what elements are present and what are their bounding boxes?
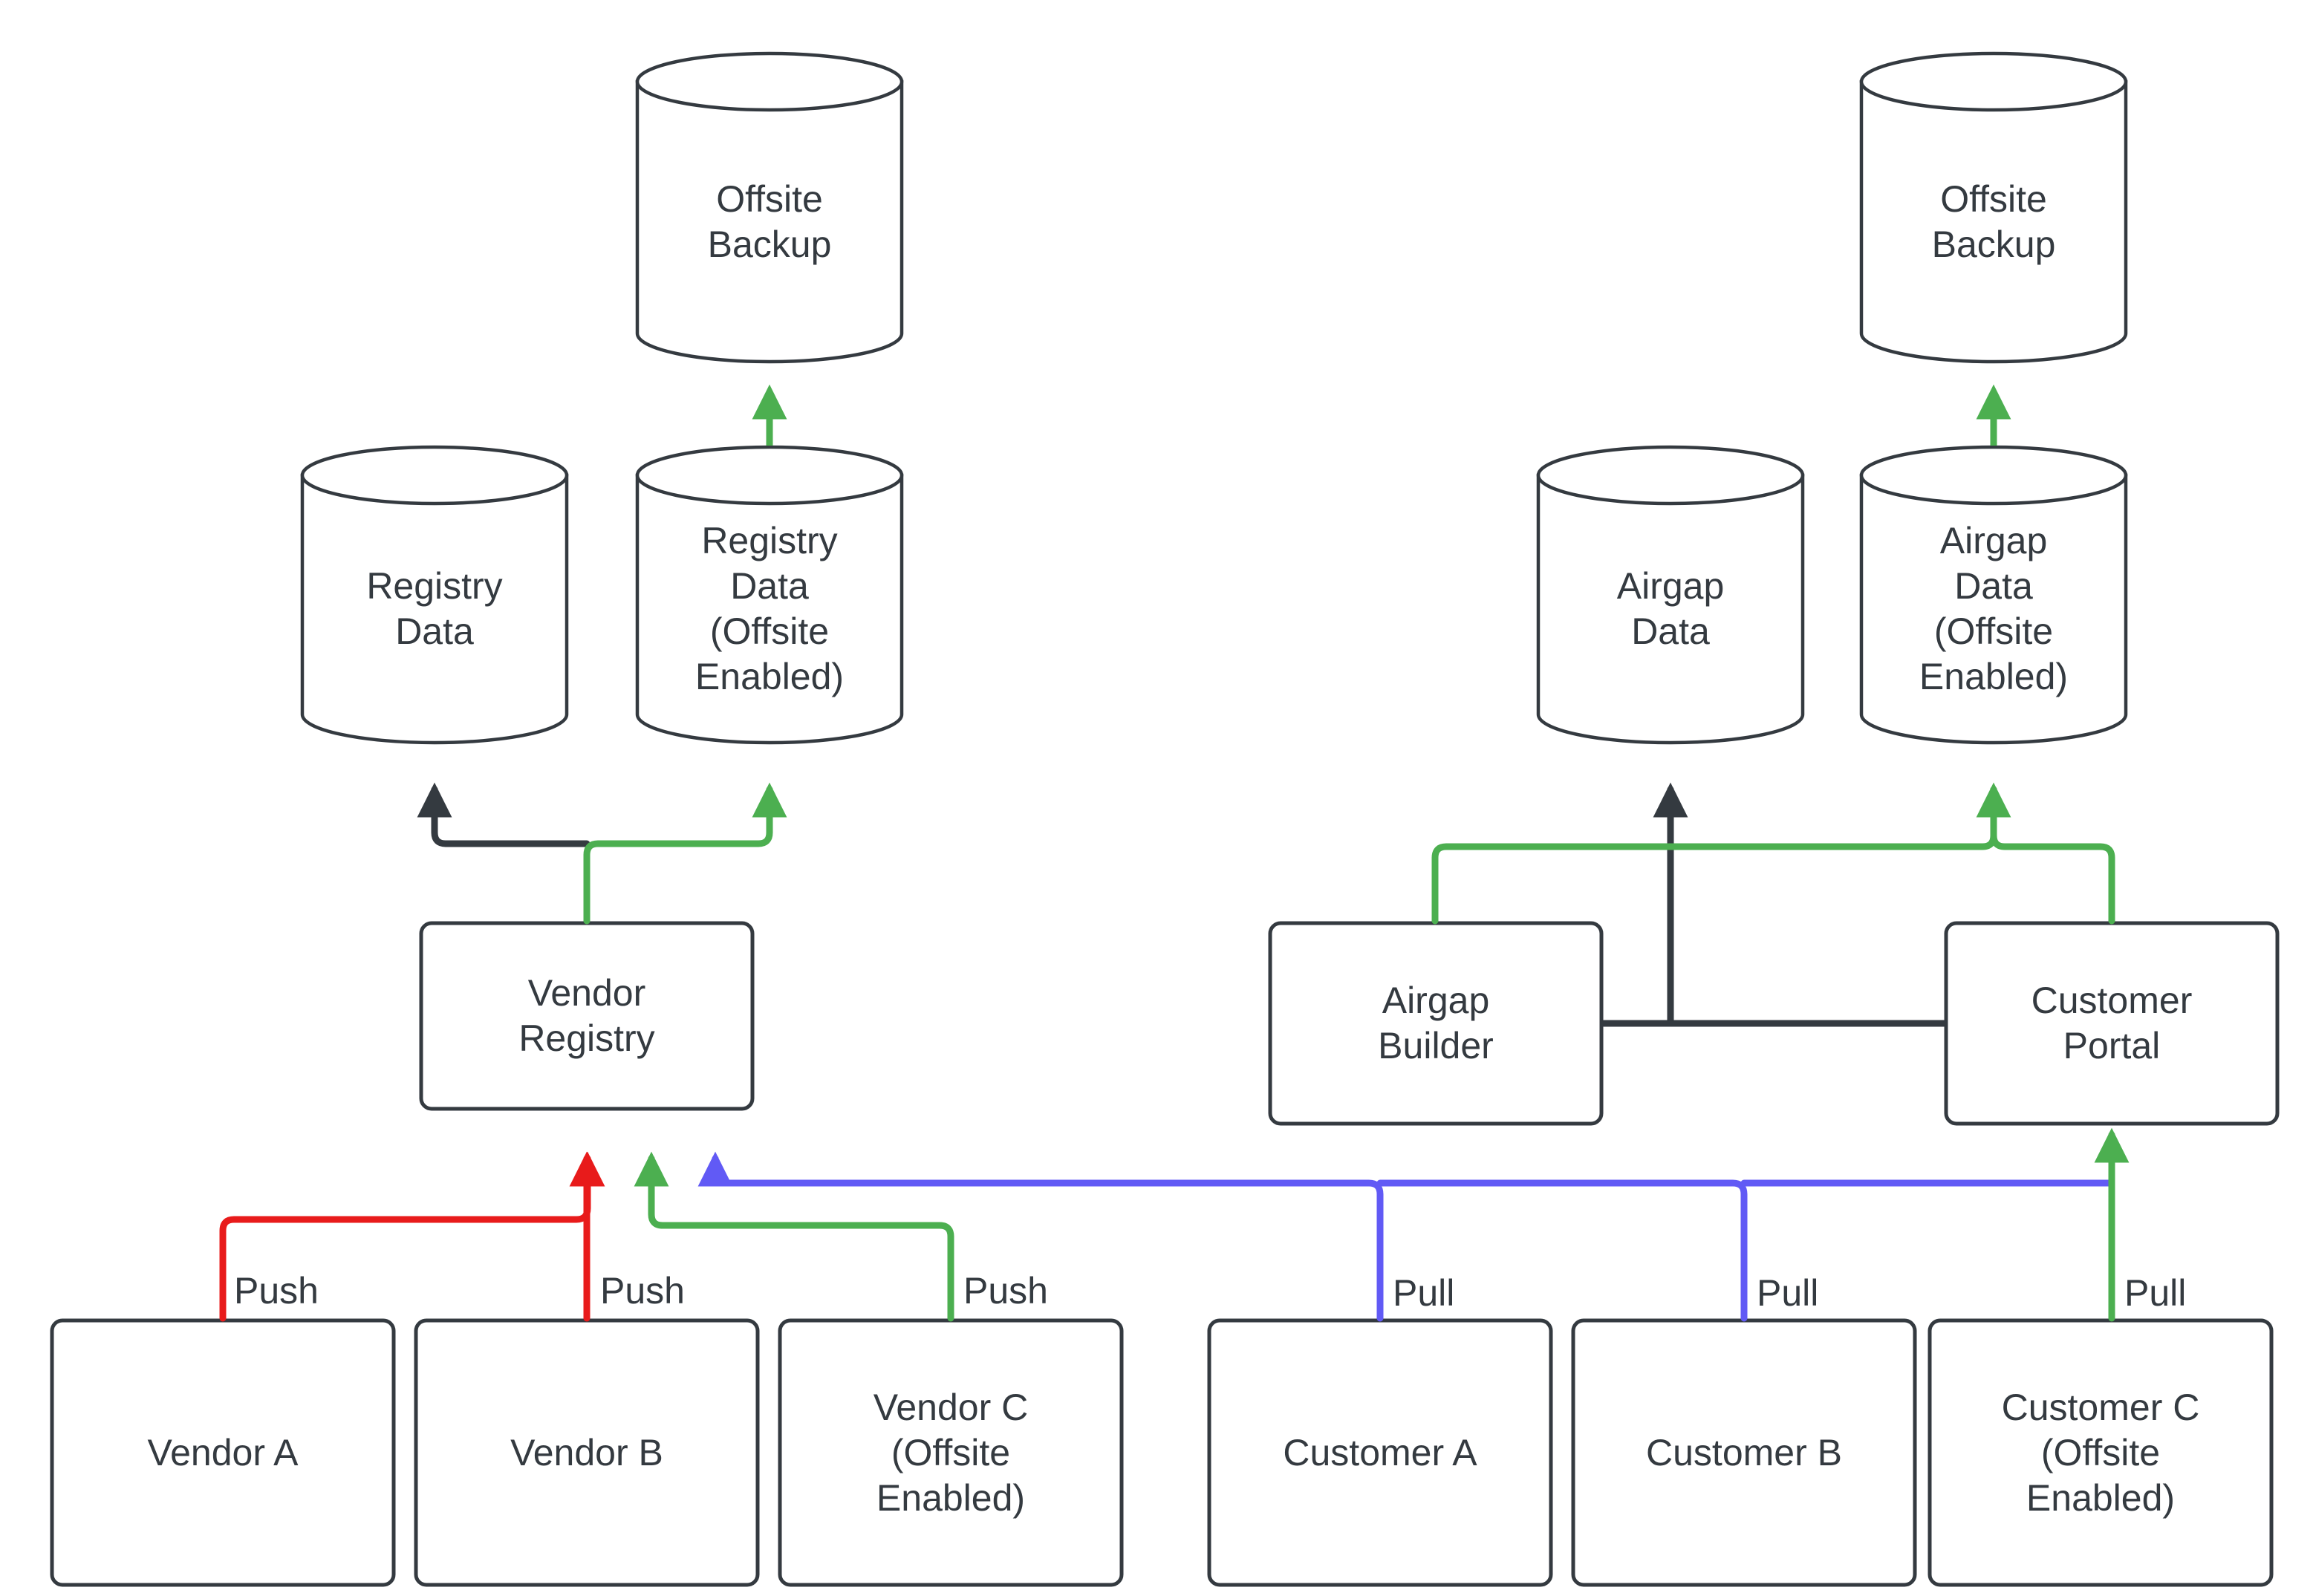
node-airgap-data (1536, 445, 1805, 745)
edge-customer-b-pull (1376, 1179, 1748, 1322)
edge-customer-portal-to-airgap-data-offsite (1990, 786, 2115, 925)
edge-vendor-registry-to-registry-data (417, 782, 591, 847)
node-customer-a (1207, 1318, 1553, 1587)
node-airgap-data-offsite (1859, 445, 2128, 745)
edge-customer-a-pull (697, 1151, 1384, 1322)
edge-vendor-a-push (219, 1151, 605, 1322)
node-customer-portal (1944, 921, 2280, 1126)
edge-vendor-registry-to-registry-data-offsite (583, 782, 787, 925)
node-airgap-builder (1268, 921, 1604, 1126)
edge-vendor-c-push (634, 1151, 954, 1322)
edge-airgap-builder-to-airgap-data-offsite (1431, 782, 2011, 925)
node-customer-b (1571, 1318, 1917, 1587)
node-vendor-b (414, 1318, 760, 1587)
edge-customer-portal-to-airgap-data (1653, 782, 1948, 1027)
node-registry-data (300, 445, 569, 745)
node-offsite-backup-right (1859, 51, 2128, 364)
node-customer-c (1928, 1318, 2274, 1587)
node-vendor-a (50, 1318, 396, 1587)
node-vendor-registry (419, 921, 755, 1111)
node-vendor-c (778, 1318, 1124, 1587)
node-registry-data-offsite (635, 445, 904, 745)
node-offsite-backup-left (635, 51, 904, 364)
